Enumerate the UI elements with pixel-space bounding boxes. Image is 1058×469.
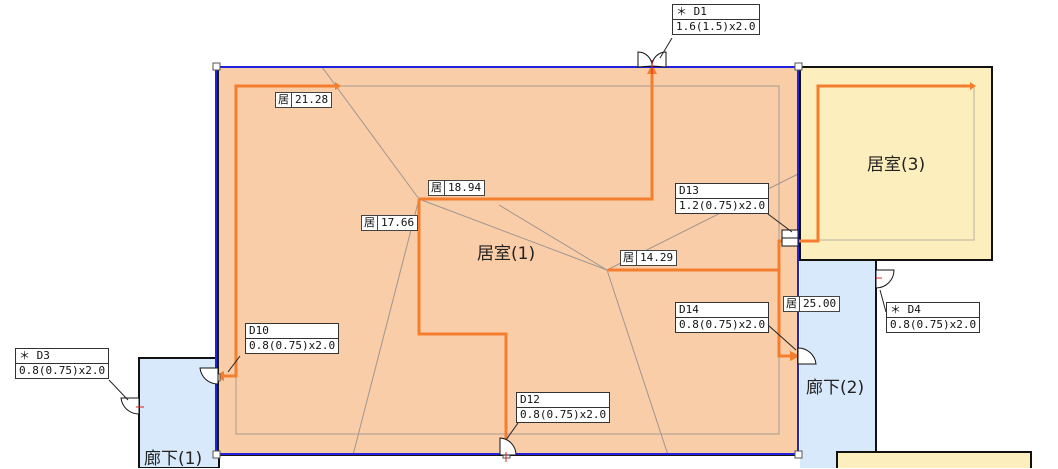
room-label-hall1: 廊下(1): [144, 449, 203, 469]
door-tag-d10[interactable]: D10 0.8(0.75)x2.0: [245, 323, 339, 354]
door-tag-d4-id: ＊ D4: [887, 303, 979, 318]
distance-label-3-value: 17.66: [381, 216, 415, 229]
distance-label-4[interactable]: 居 14.29: [620, 250, 678, 266]
route-d1: [419, 69, 654, 201]
door-d12-symbol: [499, 437, 517, 456]
door-tag-d12[interactable]: D12 0.8(0.75)x2.0: [516, 392, 610, 423]
door-crosshairs: [136, 60, 882, 462]
door-tag-d1-id: ＊ D1: [673, 5, 759, 20]
distance-label-2-key: 居: [429, 181, 445, 195]
door-tag-d14-id: D14: [676, 303, 768, 318]
door-tag-d12-id: D12: [517, 393, 609, 408]
door-symbols[interactable]: [120, 51, 895, 456]
distance-label-5-value: 25.00: [803, 297, 837, 310]
main-room-area[interactable]: [217, 66, 799, 456]
distance-label-2[interactable]: 居 18.94: [428, 180, 486, 196]
distance-label-2-value: 18.94: [448, 181, 482, 194]
door-d3-symbol: [120, 397, 140, 415]
door-tag-d14-size: 0.8(0.75)x2.0: [679, 318, 766, 331]
distance-label-3-key: 居: [362, 216, 378, 230]
door-tag-d3[interactable]: ＊ D3 0.8(0.75)x2.0: [15, 348, 109, 379]
route-d12: [417, 199, 508, 449]
room-3-area[interactable]: [799, 66, 993, 261]
door-tag-d10-id: D10: [246, 324, 338, 339]
door-tag-d13-id: D13: [676, 184, 768, 199]
distance-label-1-key: 居: [276, 93, 292, 107]
door-tag-d14[interactable]: D14 0.8(0.75)x2.0: [675, 302, 769, 333]
door-d4-symbol: [875, 269, 895, 289]
room-label-main: 居室(1): [477, 244, 536, 264]
route-d14: [777, 270, 795, 358]
triangulation-lines: [321, 66, 799, 456]
route-d10: [218, 84, 339, 378]
door-tag-d4[interactable]: ＊ D4 0.8(0.75)x2.0: [886, 302, 980, 333]
door-tag-d13[interactable]: D13 1.2(0.75)x2.0: [675, 183, 769, 214]
door-d14-symbol: [797, 347, 817, 365]
distance-label-5[interactable]: 居 25.00: [783, 296, 841, 312]
distance-label-1-value: 21.28: [295, 93, 329, 106]
door-tag-d3-id: ＊ D3: [16, 349, 108, 364]
room-label-3: 居室(3): [867, 155, 926, 175]
door-tag-d1[interactable]: ＊ D1 1.6(1.5)x2.0: [672, 4, 760, 35]
door-tag-d4-size: 0.8(0.75)x2.0: [890, 318, 977, 331]
evacuation-routes: [218, 69, 974, 449]
room-label-hall2: 廊下(2): [806, 378, 865, 398]
door-tag-d13-size: 1.2(0.75)x2.0: [679, 199, 766, 212]
door-d1-symbol: [637, 51, 653, 68]
door-tag-d3-size: 0.8(0.75)x2.0: [19, 364, 106, 377]
door-tag-d1-size: 1.6(1.5)x2.0: [676, 20, 756, 33]
distance-label-5-key: 居: [784, 297, 800, 311]
door-tag-d10-size: 0.8(0.75)x2.0: [249, 339, 336, 352]
distance-label-4-key: 居: [621, 251, 637, 265]
bottom-right-room: [836, 451, 1032, 468]
route-room3: [800, 84, 974, 243]
distance-label-3[interactable]: 居 17.66: [361, 215, 419, 231]
distance-label-4-value: 14.29: [640, 251, 674, 264]
distance-label-1[interactable]: 居 21.28: [275, 92, 333, 108]
door-tag-d12-size: 0.8(0.75)x2.0: [520, 408, 607, 421]
leader-lines: [108, 37, 887, 441]
door-d10-symbol: [199, 367, 219, 385]
